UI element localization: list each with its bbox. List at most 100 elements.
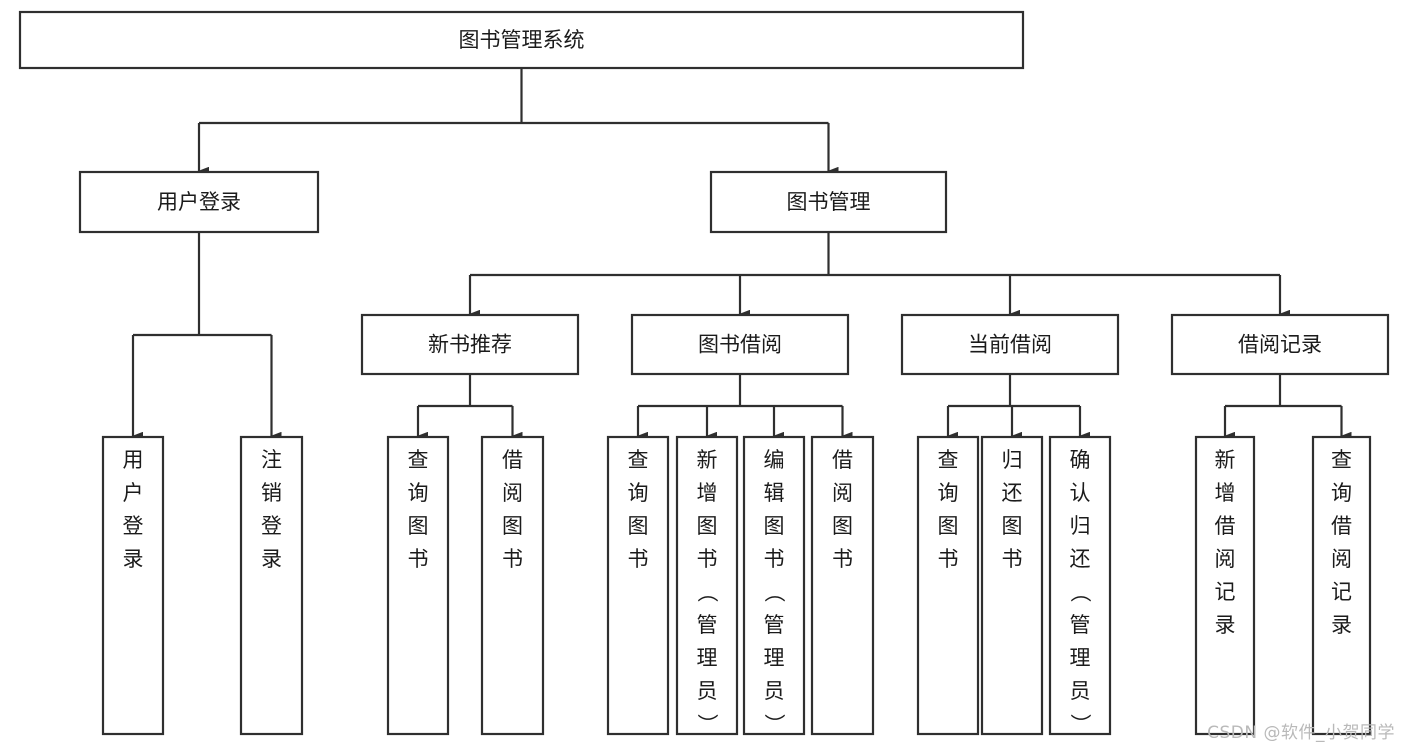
node-box-br-add-record[interactable] [1194,435,1256,736]
node-box-nbr-query-book[interactable] [386,435,450,736]
node-label-bb-edit-book-char-0: 编 [764,448,785,472]
node-label-bb-borrow-book-char-2: 图 [832,514,853,538]
node-box-book-management[interactable] [709,170,948,234]
node-label-cb-confirm-return-char-1: 认 [1070,481,1091,505]
node-label-br-query-record-char-3: 阅 [1331,547,1352,571]
node-label-cb-confirm-return-char-2: 归 [1070,514,1091,538]
node-label-cb-confirm-return-char-0: 确 [1070,448,1091,472]
node-label-bb-borrow-book-char-3: 书 [832,547,853,571]
node-label-bb-add-book-char-4: （ [695,582,719,603]
node-label-nbr-borrow-book-char-2: 图 [502,514,523,538]
node-label-nbr-query-book-char-3: 书 [408,547,429,571]
node-box-bb-borrow-book[interactable] [810,435,875,736]
node-label-br-add-record-char-0: 新 [1215,448,1236,472]
node-box-user-login[interactable] [78,170,320,234]
node-label-cb-query-book-char-0: 查 [938,448,959,472]
node-label-cb-confirm-return-char-3: 还 [1070,547,1091,571]
node-label-nbr-query-book-char-1: 询 [408,481,429,505]
node-label-user-login-logout-char-3: 录 [261,547,282,571]
node-label-cb-confirm-return-char-8: ） [1068,714,1092,735]
node-label-bb-edit-book-char-1: 辑 [764,481,785,505]
node-label-nbr-borrow-book-char-1: 阅 [502,481,523,505]
node-label-bb-edit-book-char-7: 员 [764,679,785,703]
node-label-cb-return-book-char-2: 图 [1002,514,1023,538]
node-label-cb-query-book-char-1: 询 [938,481,959,505]
node-label-br-add-record-char-1: 增 [1215,481,1236,505]
node-box-new-book-recommend[interactable] [360,313,580,376]
node-label-bb-add-book-char-2: 图 [697,514,718,538]
node-label-bb-add-book-char-8: ） [695,714,719,735]
node-label-nbr-query-book-char-2: 图 [408,514,429,538]
node-label-cb-confirm-return-char-5: 管 [1070,613,1091,637]
node-label-cb-query-book-char-3: 书 [938,547,959,571]
node-label-bb-edit-book-char-3: 书 [764,547,785,571]
node-label-bb-add-book-char-0: 新 [697,448,718,472]
node-label-bb-query-book-char-2: 图 [628,514,649,538]
node-label-user-login-logout-char-2: 登 [261,514,282,538]
node-label-bb-query-book-char-0: 查 [628,448,649,472]
node-label-cb-confirm-return-char-7: 员 [1070,679,1091,703]
node-label-book-borrow: 图书借阅 [698,333,782,357]
node-box-nbr-borrow-book[interactable] [480,435,545,736]
node-label-bb-edit-book-char-8: ） [762,714,786,735]
node-box-bb-edit-book[interactable] [742,435,806,736]
node-label-bb-edit-book-char-4: （ [762,582,786,603]
node-label-br-add-record-char-4: 记 [1215,580,1236,604]
node-label-user-login-login-char-2: 登 [123,514,144,538]
nodes-layer: 图书管理系统用户登录用户登录注销登录图书管理新书推荐查询图书借阅图书图书借阅查询… [18,10,1390,736]
node-user-login[interactable]: 用户登录 [78,170,320,234]
node-box-current-borrow[interactable] [900,313,1120,376]
node-label-nbr-borrow-book-char-0: 借 [502,448,523,472]
node-label-br-query-record-char-4: 记 [1331,580,1352,604]
node-current-borrow[interactable]: 当前借阅 [900,313,1120,376]
node-label-root: 图书管理系统 [459,28,585,52]
node-box-bb-add-book[interactable] [675,435,739,736]
node-box-cb-return-book[interactable] [980,435,1044,736]
node-new-book-recommend[interactable]: 新书推荐 [360,313,580,376]
node-borrow-record[interactable]: 借阅记录 [1170,313,1390,376]
node-label-br-add-record-char-2: 借 [1215,514,1236,538]
node-box-cb-confirm-return[interactable] [1048,435,1112,736]
node-label-br-query-record-char-5: 录 [1331,613,1352,637]
node-book-borrow[interactable]: 图书借阅 [630,313,850,376]
node-label-cb-return-book-char-0: 归 [1002,448,1023,472]
node-label-bb-edit-book-char-2: 图 [764,514,785,538]
watermark-text: CSDN @软件_小贺同学 [1207,723,1395,743]
node-book-management[interactable]: 图书管理 [709,170,948,234]
node-box-borrow-record[interactable] [1170,313,1390,376]
node-box-bb-query-book[interactable] [606,435,670,736]
node-label-cb-return-book-char-3: 书 [1002,547,1023,571]
node-label-bb-add-book-char-5: 管 [697,613,718,637]
node-label-bb-add-book-char-3: 书 [697,547,718,571]
node-box-root[interactable] [18,10,1025,70]
edges-layer [131,68,1352,441]
node-label-bb-borrow-book-char-1: 阅 [832,481,853,505]
node-label-br-add-record-char-3: 阅 [1215,547,1236,571]
node-box-br-query-record[interactable] [1311,435,1372,736]
node-label-br-query-record-char-2: 借 [1331,514,1352,538]
node-label-cb-confirm-return-char-6: 理 [1070,646,1091,670]
node-label-br-add-record-char-5: 录 [1215,613,1236,637]
node-user-login-login[interactable]: 用户登录 [101,435,165,736]
node-label-user-login-login-char-1: 户 [123,481,144,505]
node-box-user-login-login[interactable] [101,435,165,736]
node-box-user-login-logout[interactable] [239,435,304,736]
node-box-book-borrow[interactable] [630,313,850,376]
node-root[interactable]: 图书管理系统 [18,10,1025,70]
node-box-cb-query-book[interactable] [916,435,980,736]
node-label-bb-edit-book-char-6: 理 [764,646,785,670]
node-label-book-management: 图书管理 [787,190,871,214]
